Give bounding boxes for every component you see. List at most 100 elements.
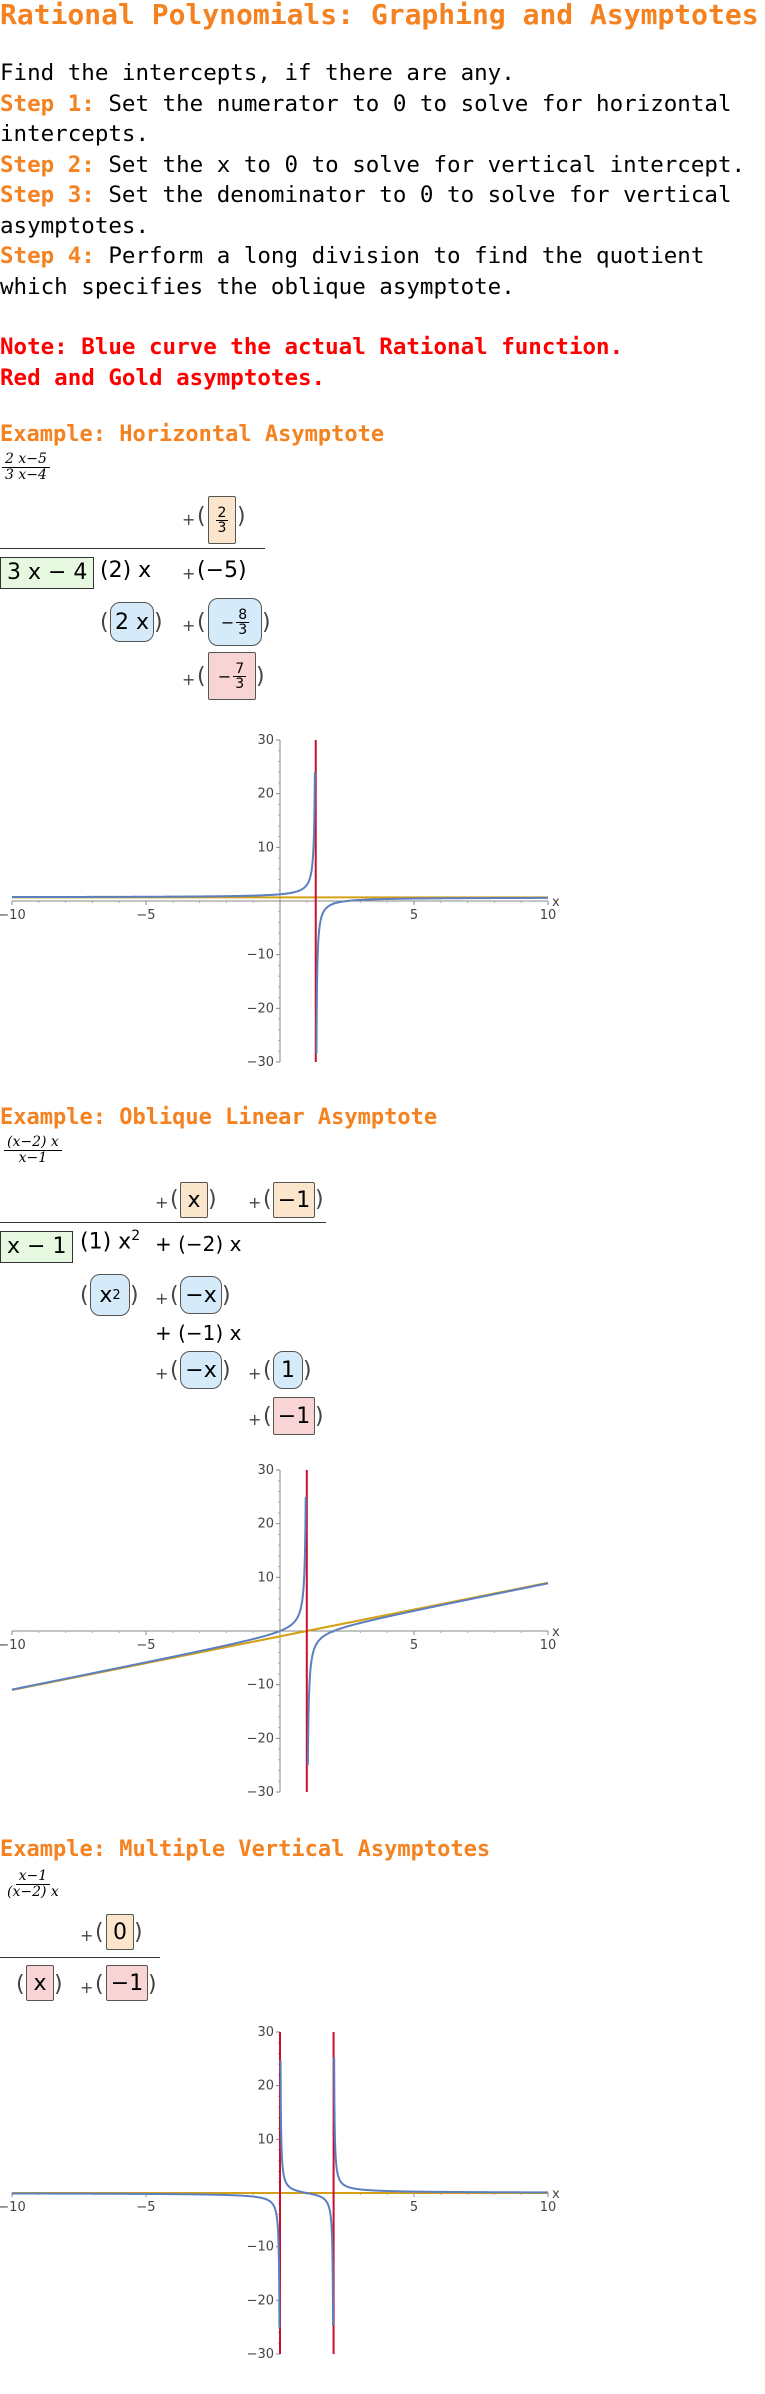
x-tick-label: −5 [136,1638,155,1653]
paren-close: ) [303,1358,312,1383]
paren-close: ) [148,1972,157,1997]
paren-close: ) [208,1187,217,1212]
step-text: Set the numerator to 0 to solve for hori… [0,90,732,148]
dividend-const-value: −5 [205,558,239,583]
sign: − [220,612,235,632]
denominator: 3 [235,675,245,692]
dividend-coef: (2) [100,558,132,583]
x-tick-label: −10 [0,908,26,923]
paren-close: ) [134,1920,143,1945]
paren-close: ) [315,1404,324,1429]
paren-open: ( [95,1972,104,1997]
paren-open: ( [263,1404,272,1429]
numerator: 7 [233,660,247,677]
paren-close: ) [54,1972,63,1997]
dividend-var: x [118,1229,132,1255]
y-tick-label: 10 [257,2132,274,2147]
carry-var: x [229,1321,242,1345]
step-text: Set the x to 0 to solve for vertical int… [94,151,746,178]
paren-open: ( [263,1187,272,1212]
fraction-denominator: x−1 [18,1150,48,1166]
intro-line: Find the intercepts, if there are any. [0,60,515,86]
y-tick-label: 10 [257,840,274,855]
x-tick-label: 10 [540,2200,557,2215]
remainder-term: −1 [273,1397,315,1435]
quotient-term: 0 [106,1914,134,1950]
y-tick-label: −10 [247,2240,274,2255]
quotient-numerator: 2 [215,504,229,521]
page-title: Rational Polynomials: Graphing and Asymp… [0,0,759,31]
carry-term: + (−1) x [155,1321,241,1345]
plus-sign: + [248,1193,262,1212]
function-curve [11,1497,549,1765]
dividend-prefix: + (−2) [155,1232,224,1256]
x-axis-label: x [552,895,560,910]
rational-fraction: (x−2) x x−1 [4,1135,62,1166]
plus-sign: + [155,1289,169,1308]
exponent: 2 [112,1287,121,1303]
division-bar [0,548,265,549]
example-title: Example: Horizontal Asymptote [0,422,385,447]
plus-sign: + [182,616,196,635]
y-tick-label: −20 [247,1731,274,1746]
step-text: Perform a long division to find the quot… [0,243,705,300]
paren-close: ) [256,664,265,689]
x-tick-label: 5 [410,908,418,923]
paren-open: ( [263,1358,272,1383]
y-tick-label: 20 [257,1517,274,1532]
function-curve [12,2057,548,2329]
dividend-term: −1 [106,1965,148,2001]
dividend-var: x [229,1232,242,1256]
step-2: Step 2: Set the x to 0 to solve for vert… [0,150,765,181]
x-tick-label: −10 [0,2200,26,2215]
sign: − [217,666,232,686]
quotient-term: −1 [273,1182,315,1218]
step-4: Step 4: Perform a long division to find … [0,241,765,302]
paren-close: ) [222,1283,231,1308]
x-tick-label: −10 [0,1638,26,1653]
dividend-term: + (−2) x [155,1232,241,1256]
fraction-denominator: 3 x−4 [5,467,47,483]
paren-open: ( [197,504,206,529]
y-tick-label: 20 [257,2079,274,2094]
denominator: 3 [238,621,248,638]
fraction-denominator: (x−2) x [7,1884,59,1900]
y-tick-label: 30 [257,1463,274,1478]
x-tick-label: 5 [410,1638,418,1653]
paren-close: ) [262,610,271,635]
x-tick-label: 10 [540,1638,557,1653]
y-tick-label: −20 [247,1001,274,1016]
y-tick-label: −10 [247,948,274,963]
paren-open: ( [170,1283,179,1308]
y-tick-label: 30 [257,733,274,748]
y-tick-label: 30 [257,2025,274,2040]
dividend-var: x [138,558,152,583]
quotient-denominator: 3 [217,519,227,536]
step-label: Step 4: [0,243,95,269]
step-label: Step 3: [0,182,95,208]
intro-text: Find the intercepts, if there are any. S… [0,58,765,393]
subtract-term: −x [180,1276,222,1314]
dividend-coef: (1) [80,1229,112,1255]
y-tick-label: 10 [257,1570,274,1585]
paren-close: ) [315,1187,324,1212]
x-axis-label: x [552,1625,560,1640]
exponent: 2 [131,1228,141,1244]
plus-sign: + [80,1978,94,1997]
paren-open: ( [197,610,206,635]
subtract-term: 2 x [110,602,154,642]
x-axis-label: x [552,2187,560,2202]
step-3: Step 3: Set the denominator to 0 to solv… [0,180,765,241]
x-tick-label: −5 [136,908,155,923]
paren-close: ) [237,504,246,529]
dividend-term: x [26,1965,54,2001]
paren-open: ( [16,1972,25,1997]
function-curve [12,772,548,1054]
plus-sign: + [182,564,196,583]
step-text: Set the denominator to 0 to solve for ve… [0,182,732,239]
